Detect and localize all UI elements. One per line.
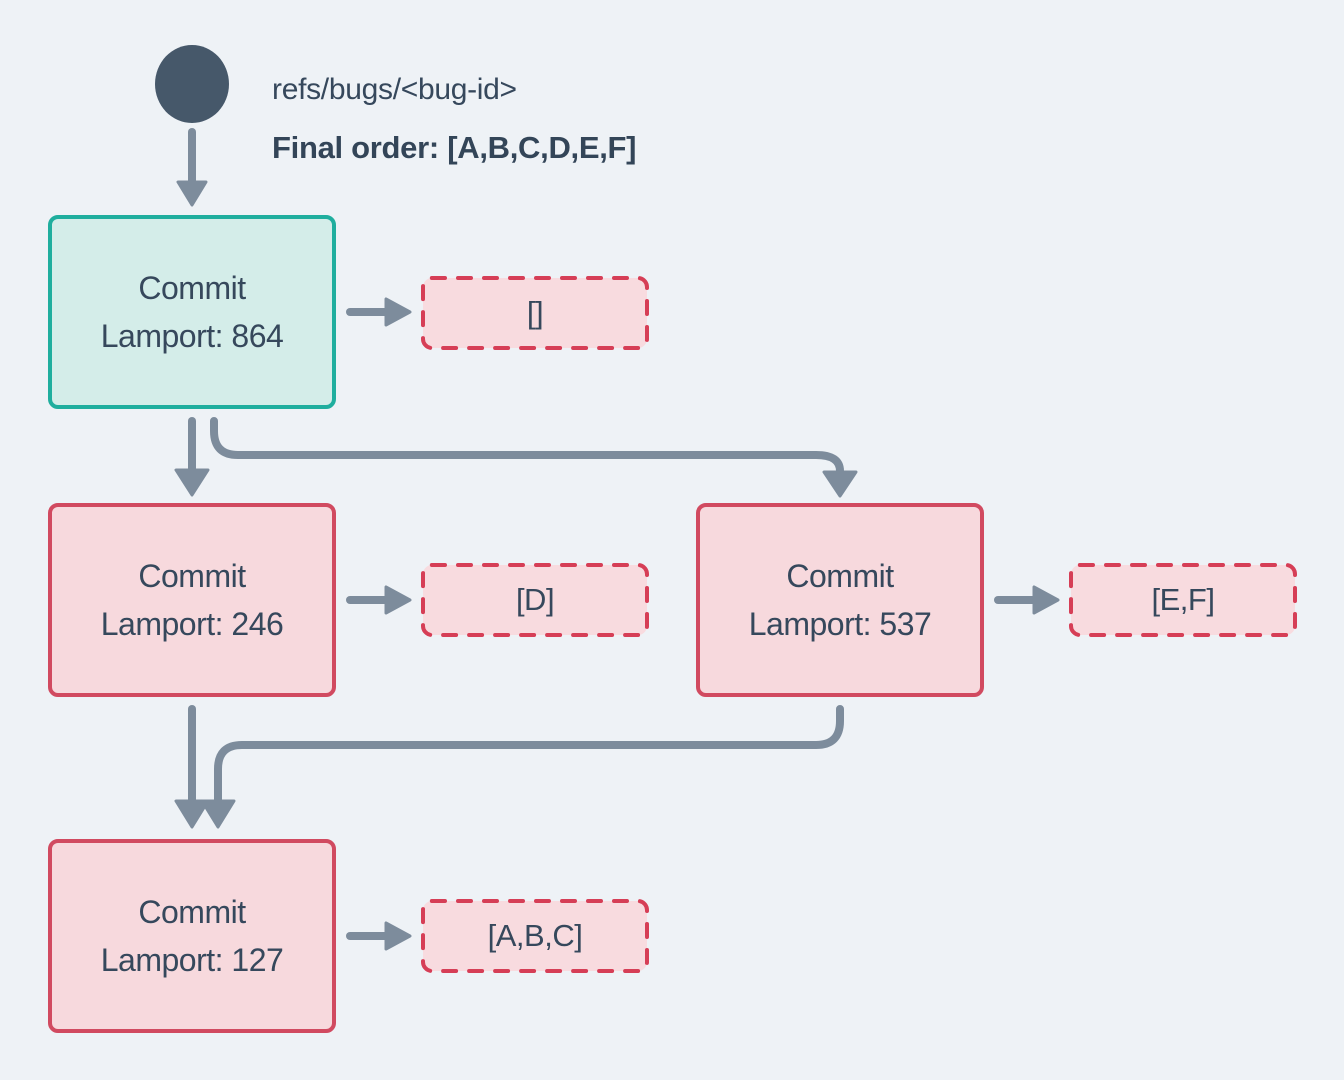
- commit-lamport-label: Lamport: 864: [100, 318, 284, 354]
- operations-box-246: [D]: [421, 563, 649, 637]
- arrowhead-icon: [200, 799, 236, 829]
- commit-title: Commit: [138, 894, 246, 930]
- operations-box-537: [E,F]: [1069, 563, 1297, 637]
- arrowhead-icon: [174, 468, 210, 497]
- commit-node-246: Commit Lamport: 246: [48, 503, 336, 697]
- arrowhead-icon: [384, 297, 412, 327]
- operations-list: [E,F]: [1151, 582, 1215, 617]
- commit-node-127: Commit Lamport: 127: [48, 839, 336, 1033]
- dashed-border-icon: [421, 276, 649, 350]
- branch-ref-dot-icon: [155, 45, 229, 123]
- branch-ref-label: refs/bugs/<bug-id>: [272, 73, 517, 106]
- dashed-border-icon: [1069, 563, 1297, 637]
- edge-127-to-ops: [346, 921, 412, 951]
- edge-864-to-537: [210, 417, 858, 498]
- arrowhead-icon: [174, 799, 210, 829]
- edge-864-to-ops: [346, 297, 412, 327]
- edge-246-to-127: [174, 705, 210, 829]
- dashed-border-icon: [421, 899, 649, 973]
- commit-title: Commit: [138, 558, 246, 594]
- commit-lamport-label: Lamport: 537: [748, 606, 932, 642]
- operations-list: [D]: [515, 582, 555, 617]
- arrowhead-icon: [384, 585, 412, 615]
- commit-title: Commit: [786, 558, 894, 594]
- commit-node-864: Commit Lamport: 864: [48, 215, 336, 409]
- commit-title: Commit: [138, 270, 246, 306]
- edge-864-to-246: [174, 417, 210, 497]
- operations-box-127: [A,B,C]: [421, 899, 649, 973]
- arrowhead-icon: [1032, 585, 1060, 615]
- edge-ref-to-864: [176, 128, 208, 207]
- edge-537-to-127: [200, 705, 844, 829]
- edge-246-to-ops: [346, 585, 412, 615]
- dashed-border-icon: [421, 563, 649, 637]
- edge-864-to-537-line: [210, 417, 844, 475]
- final-order-label: Final order: [A,B,C,D,E,F]: [272, 130, 637, 165]
- edge-537-to-127-line: [214, 705, 844, 805]
- commit-lamport-label: Lamport: 246: [100, 606, 284, 642]
- operations-list: []: [526, 295, 544, 330]
- operations-box-864: []: [421, 276, 649, 350]
- edge-537-to-ops: [994, 585, 1060, 615]
- commit-node-537: Commit Lamport: 537: [696, 503, 984, 697]
- operations-list: [A,B,C]: [487, 918, 583, 953]
- arrowhead-icon: [176, 180, 208, 207]
- arrowhead-icon: [384, 921, 412, 951]
- arrowhead-icon: [822, 470, 858, 498]
- commit-lamport-label: Lamport: 127: [100, 942, 284, 978]
